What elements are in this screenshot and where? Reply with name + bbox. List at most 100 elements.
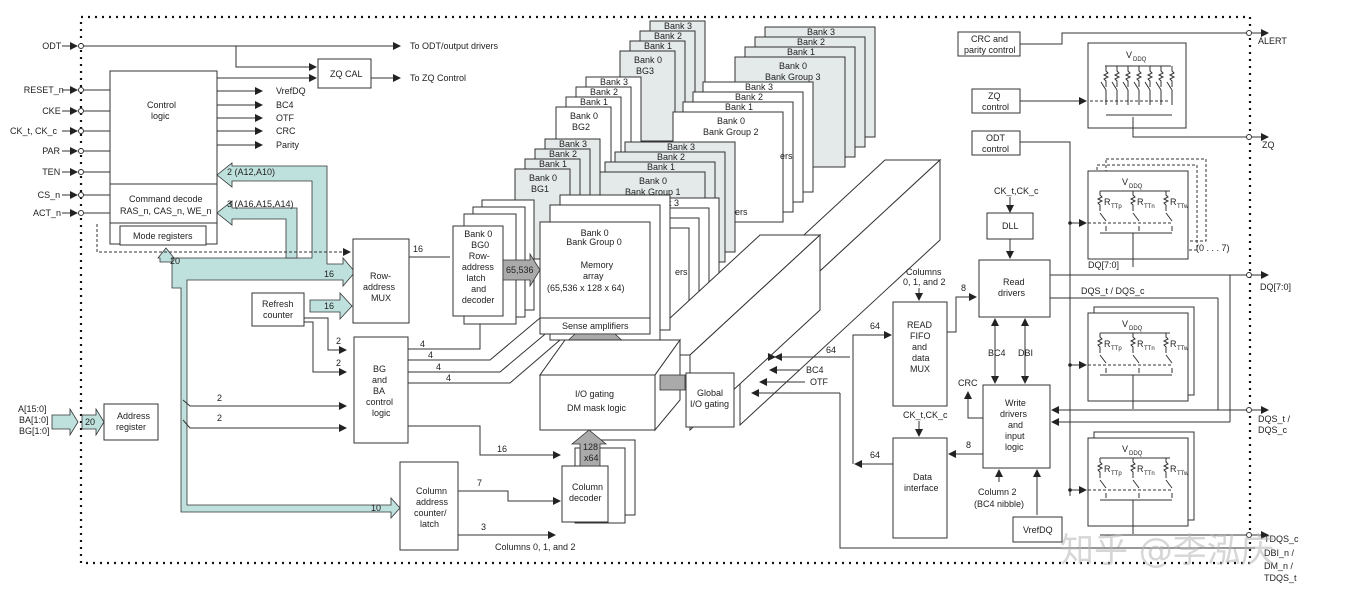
svg-text:CK_t,CK_c: CK_t,CK_c: [903, 410, 948, 420]
dll-box: [986, 212, 1034, 240]
svg-text:Bank 0: Bank 0: [529, 173, 557, 183]
svg-text:64: 64: [826, 345, 836, 355]
svg-text:BG3: BG3: [636, 66, 654, 76]
svg-text:and: and: [1008, 420, 1023, 430]
control-output-label: VrefDQ: [276, 86, 306, 96]
svg-text:R: R: [1170, 197, 1177, 207]
svg-text:Bank 3: Bank 3: [664, 21, 692, 31]
svg-text:DM mask logic: DM mask logic: [567, 403, 627, 413]
svg-text:R: R: [1104, 197, 1111, 207]
svg-text:BA: BA: [373, 386, 385, 396]
svg-text:ers: ers: [780, 151, 793, 161]
svg-text:Bank 3: Bank 3: [745, 82, 773, 92]
dqs-pin-label: DQS_t /: [1258, 414, 1291, 424]
svg-text:and: and: [912, 342, 927, 352]
svg-text:Bank 0: Bank 0: [570, 111, 598, 121]
svg-text:Sense amplifiers: Sense amplifiers: [562, 321, 629, 331]
svg-text:logic: logic: [151, 111, 170, 121]
svg-text:Bank 2: Bank 2: [654, 31, 682, 41]
svg-text:R: R: [1137, 197, 1144, 207]
svg-text:Bank 2: Bank 2: [590, 87, 618, 97]
svg-text:and: and: [471, 284, 486, 294]
alert-pin-label: ALERT: [1258, 36, 1287, 46]
read-drivers-box: [978, 259, 1051, 318]
svg-text:Bank 2: Bank 2: [657, 152, 685, 162]
input-pin-label: CK_t, CK_c: [10, 126, 58, 136]
zq-pin-label: ZQ: [1262, 140, 1275, 150]
svg-text:BC4: BC4: [988, 348, 1006, 358]
svg-text:TTw: TTw: [1177, 204, 1189, 210]
svg-text:control: control: [982, 102, 1009, 112]
read-fifo-box: [892, 301, 948, 407]
svg-text:128: 128: [583, 442, 598, 452]
svg-text:BA[1:0]: BA[1:0]: [19, 415, 49, 425]
svg-text:Bank Group 2: Bank Group 2: [703, 127, 759, 137]
odt-termination-network: [1087, 437, 1189, 527]
input-pin-label: TEN: [42, 167, 60, 177]
svg-text:FIFO: FIFO: [910, 331, 931, 341]
input-pin-label: ODT: [42, 41, 62, 51]
odt-termination-network: [1087, 170, 1189, 260]
svg-text:10: 10: [371, 503, 381, 513]
svg-text:Memory: Memory: [581, 260, 614, 270]
input-pin: [78, 128, 84, 134]
svg-text:input: input: [1005, 431, 1025, 441]
svg-text:DLL: DLL: [1002, 221, 1019, 231]
svg-text:8: 8: [966, 440, 971, 450]
svg-text:BG0: BG0: [471, 240, 489, 250]
svg-text:R: R: [1170, 339, 1177, 349]
svg-text:OTF: OTF: [810, 377, 828, 387]
svg-text:Column 2: Column 2: [978, 487, 1017, 497]
mode-register-bus-arrow: [157, 247, 175, 263]
svg-text:Bank 0: Bank 0: [634, 55, 662, 65]
input-pin: [78, 43, 84, 49]
svg-text:Column: Column: [416, 486, 447, 496]
svg-text:latch: latch: [467, 273, 486, 283]
output-pin: [1246, 30, 1252, 36]
odt-control-box: [971, 130, 1021, 156]
refresh-bus: [309, 291, 353, 321]
svg-text:and: and: [372, 375, 387, 385]
svg-text:control: control: [982, 144, 1009, 154]
input-pin-label: PAR: [42, 146, 60, 156]
global-io-gating-box: [685, 372, 735, 428]
svg-text:4: 4: [420, 339, 425, 349]
control-output-label: OTF: [276, 113, 294, 123]
svg-text:drivers: drivers: [1000, 409, 1028, 419]
svg-text:address: address: [462, 262, 495, 272]
svg-text:V: V: [1126, 50, 1132, 60]
zq-control-output-label: To ZQ Control: [410, 73, 466, 83]
svg-text:3 (A16,A15,A14): 3 (A16,A15,A14): [227, 199, 294, 209]
input-pin-label: ACT_n: [33, 208, 61, 218]
command-decode-label: Command decode: [129, 194, 203, 204]
svg-text:64: 64: [870, 321, 880, 331]
svg-text:BC4: BC4: [806, 365, 824, 375]
bg-ba-control-logic-box: [353, 336, 409, 444]
svg-text:16: 16: [413, 244, 423, 254]
svg-text:I/O gating: I/O gating: [690, 399, 729, 409]
svg-text:16: 16: [324, 301, 334, 311]
input-pin: [78, 192, 84, 198]
svg-text:Bank 0: Bank 0: [581, 228, 609, 238]
address-register-box: [103, 403, 159, 441]
svg-text:2: 2: [336, 358, 341, 368]
zq-cal-box: [317, 58, 372, 89]
svg-text:20: 20: [170, 256, 180, 266]
svg-text:Bank 1: Bank 1: [647, 162, 675, 172]
svg-text:Bank 2: Bank 2: [549, 149, 577, 159]
svg-text:Bank 0: Bank 0: [717, 116, 745, 126]
svg-text:3: 3: [481, 522, 486, 532]
output-pin: [1246, 134, 1252, 140]
svg-text:TDQS_t: TDQS_t: [1264, 573, 1297, 583]
svg-text:(65,536 x 128 x 64): (65,536 x 128 x 64): [547, 283, 625, 293]
write-drivers-box: [982, 384, 1051, 469]
zq-cal-label: ZQ CAL: [330, 69, 363, 79]
column-address-counter-box: [399, 461, 459, 551]
svg-text:address: address: [416, 497, 449, 507]
svg-text:ZQ: ZQ: [988, 91, 1001, 101]
crc-parity-control-box: [957, 31, 1021, 57]
control-logic-box: [109, 70, 218, 245]
svg-text:Row-: Row-: [370, 271, 391, 281]
input-pin: [78, 108, 84, 114]
